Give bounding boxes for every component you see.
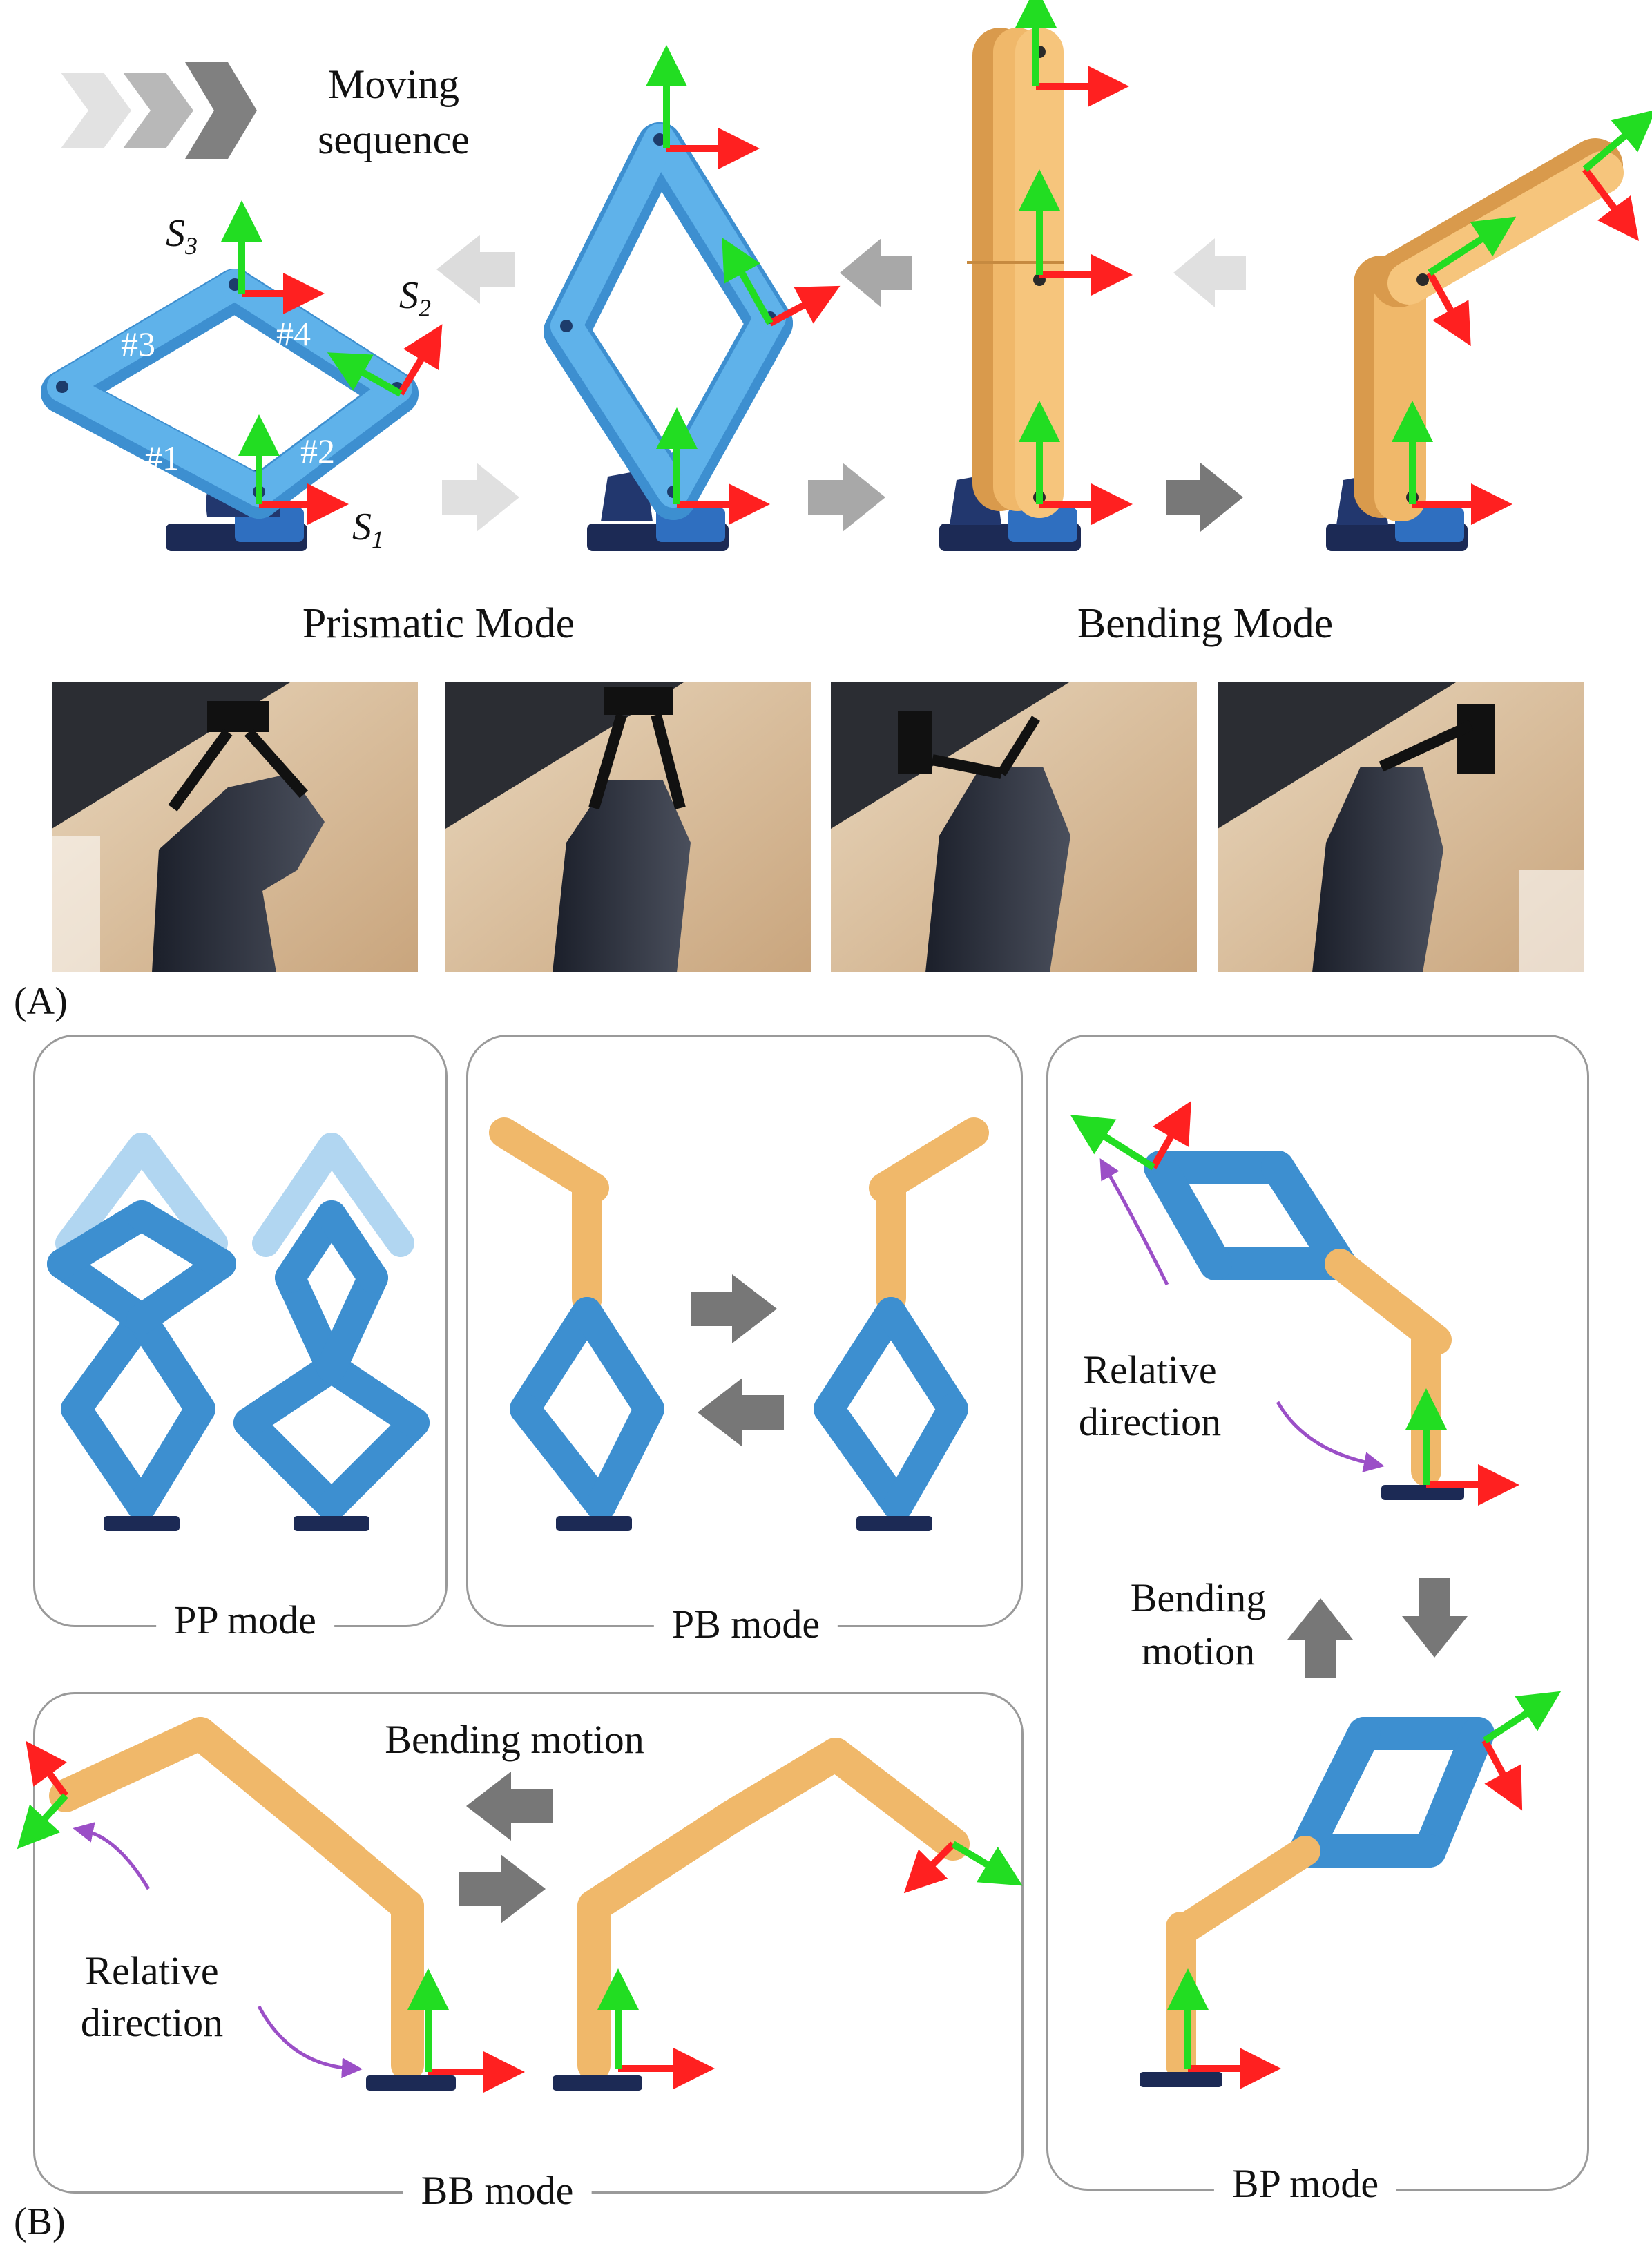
bp-bending-motion-line1: Bending [1130,1575,1267,1620]
bp-mode-robots [1070,1100,1562,2089]
moving-sequence-label-line1: Moving [327,61,460,107]
frame-label-s1: S1 [352,506,384,554]
bb-relative-direction-line2: direction [80,2000,224,2045]
photo-2 [445,682,811,972]
robot-prismatic-flat: #1 #2 #3 #4 [41,200,443,551]
frame-label-s2: S2 [399,274,431,323]
bp-mode-label: BP mode [1213,2160,1397,2207]
frame-label-s3: S3 [166,212,198,260]
pp-mode-label: PP mode [156,1597,334,1643]
panel-letter-b: (B) [14,2200,66,2243]
prismatic-mode-label: Prismatic Mode [302,600,575,647]
bp-bending-motion-line2: motion [1141,1629,1256,1673]
bp-relative-direction-line2: direction [1078,1399,1222,1444]
flow-arrows-top [436,235,1246,307]
pb-mode-label: PB mode [653,1601,838,1647]
robot-prismatic-tall [544,45,841,551]
robot-bending-bent [1326,109,1652,551]
link-label-1: #1 [145,439,180,477]
bb-mode-robots [17,1717,1023,2093]
photo-4 [1218,682,1584,972]
bb-mode-label: BB mode [403,2167,592,2214]
moving-sequence-chevrons [61,62,257,159]
pb-mode-robots [489,1117,989,1531]
photo-1 [52,682,418,972]
bb-relative-direction-line1: Relative [85,1948,219,1993]
pp-mode-panel [33,1035,448,1627]
flow-arrows-bottom [442,463,1243,532]
panel-letter-a: (A) [14,980,68,1023]
bending-mode-label: Bending Mode [1077,600,1334,647]
pp-mode-robots [47,1133,430,1531]
link-label-4: #4 [276,314,311,353]
bp-relative-direction-line1: Relative [1083,1347,1217,1392]
link-label-3: #3 [121,325,155,363]
link-label-2: #2 [300,432,335,470]
photo-3 [831,682,1197,972]
moving-sequence-label-line2: sequence [318,117,470,162]
bb-bending-motion-label: Bending motion [385,1717,644,1762]
robot-bending-straight [939,0,1133,551]
